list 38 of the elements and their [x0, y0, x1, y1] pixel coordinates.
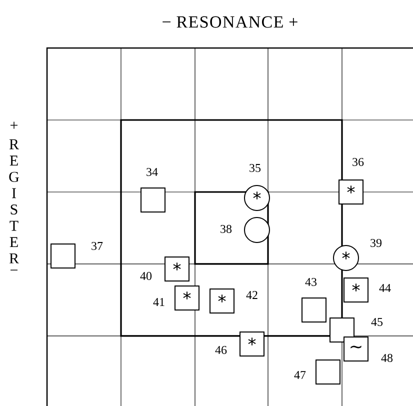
number-label: 41 [153, 298, 164, 306]
symbol-box: * [338, 179, 364, 204]
number-label: 42 [246, 291, 258, 299]
symbol-box [316, 359, 340, 384]
axis-label: E [10, 237, 18, 247]
number-label: 34 [146, 168, 158, 176]
symbol-box [50, 243, 76, 268]
symbol-box: * [164, 256, 190, 282]
symbol-box: * [174, 285, 200, 310]
symbol-circle [244, 217, 270, 243]
number-label: 40 [140, 272, 152, 280]
symbol-box [330, 317, 354, 342]
number-label: 35 [250, 164, 261, 172]
number-label: 45 [371, 318, 383, 326]
axis-label: E [10, 156, 18, 166]
axis-label: I [12, 188, 16, 198]
axis-label: S [10, 204, 18, 215]
axis-label: T [10, 220, 18, 231]
symbol-box: * [210, 288, 234, 314]
symbol-box: * [344, 277, 368, 302]
number-label: 44 [379, 284, 391, 292]
axis-label: R [9, 139, 19, 150]
number-label: 48 [381, 354, 393, 362]
number-label: 37 [92, 242, 103, 250]
number-label: 36 [352, 158, 364, 166]
axis-label: R [9, 253, 19, 264]
axis-label: G [9, 172, 19, 182]
number-label: 38 [220, 224, 232, 234]
axis-title: − RESONANCE + [162, 16, 298, 28]
symbol-box: * [240, 331, 264, 356]
symbol-box [140, 188, 166, 212]
number-label: 43 [305, 278, 317, 286]
number-label: 39 [370, 238, 382, 247]
symbol-box [302, 297, 326, 322]
number-label: 46 [215, 346, 227, 354]
number-label: 47 [294, 371, 306, 379]
axis-label: + [10, 122, 18, 129]
symbol-box: ~ [344, 336, 368, 362]
